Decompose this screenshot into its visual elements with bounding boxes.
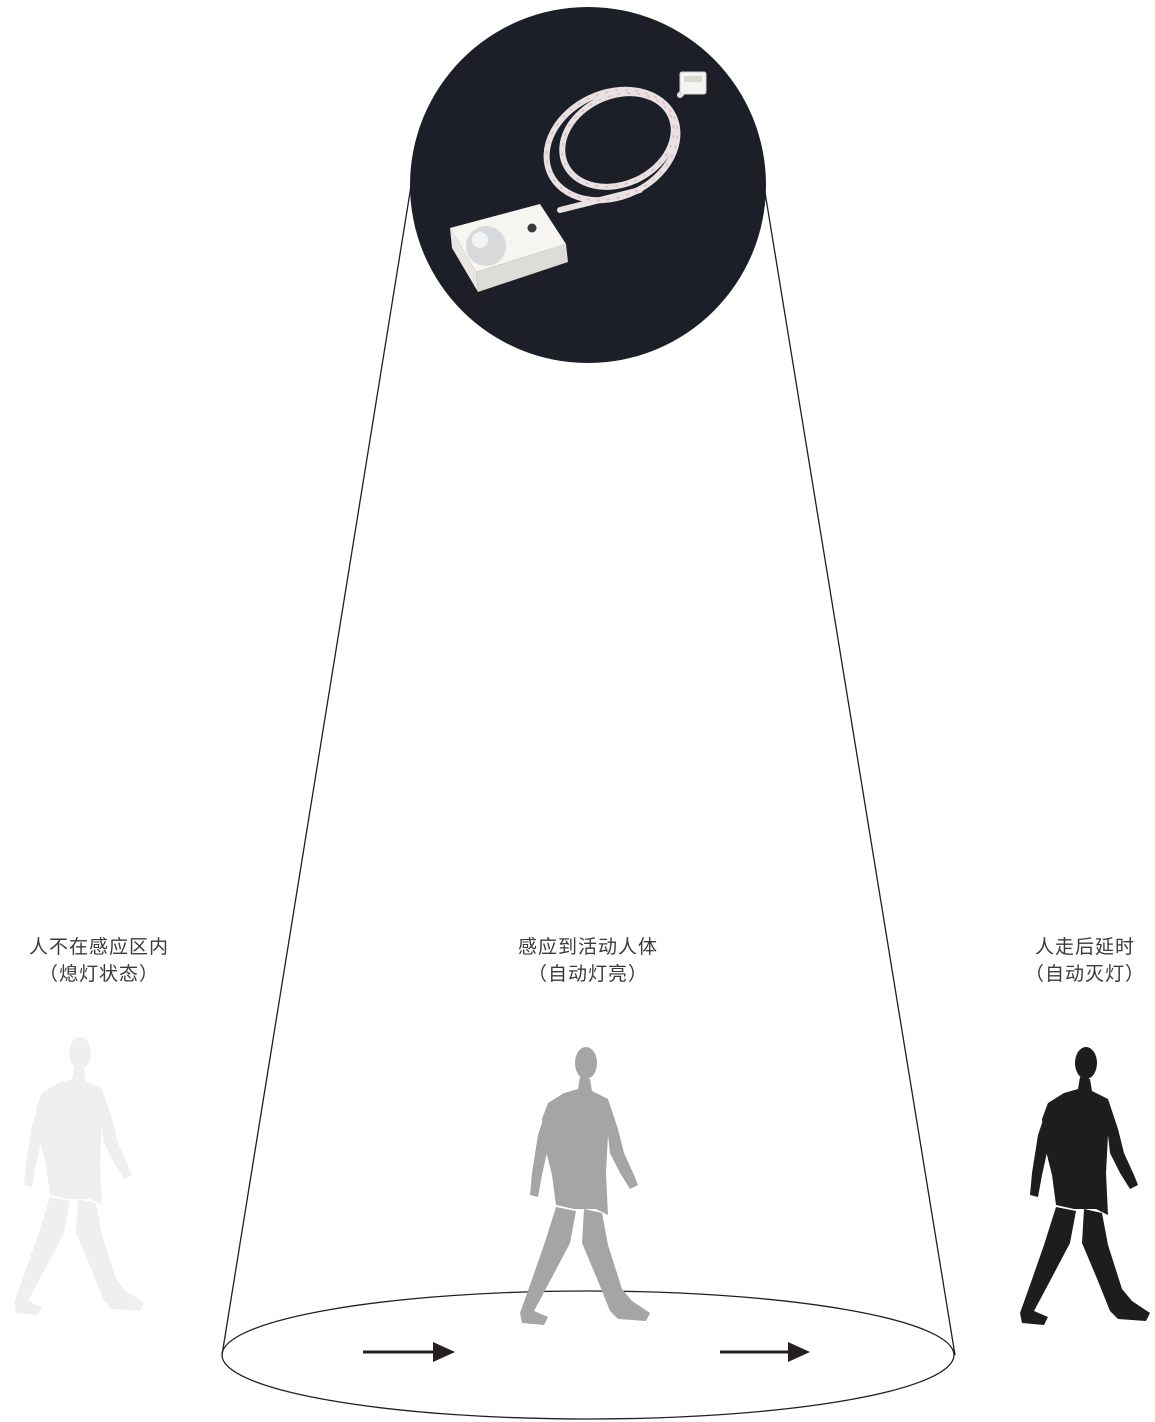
- cone-right-edge: [763, 180, 955, 1355]
- stage-label-1-line1: 人不在感应区内: [14, 934, 184, 961]
- walker-figure-1: [14, 1037, 144, 1315]
- arrow-right-icon: [720, 1342, 810, 1362]
- stage-label-3-line2: （自动灭灯）: [1020, 961, 1150, 988]
- stage-label-2-line1: 感应到活动人体: [503, 934, 673, 961]
- stage-label-1: 人不在感应区内 （熄灯状态）: [14, 934, 184, 988]
- stage-label-2: 感应到活动人体 （自动灯亮）: [503, 934, 673, 988]
- sensor-disc: [410, 7, 766, 363]
- stage-label-3-line1: 人走后延时: [1020, 934, 1150, 961]
- arrow-right-icon: [363, 1342, 455, 1362]
- stage-label-2-line2: （自动灯亮）: [503, 961, 673, 988]
- walker-figure-2: [520, 1047, 650, 1325]
- cone-left-edge: [222, 180, 412, 1355]
- stage-label-3: 人走后延时 （自动灭灯）: [1020, 934, 1150, 988]
- detection-zone-ellipse: [222, 1291, 954, 1419]
- stage-label-1-line2: （熄灯状态）: [14, 961, 184, 988]
- walker-figure-3: [1020, 1047, 1150, 1325]
